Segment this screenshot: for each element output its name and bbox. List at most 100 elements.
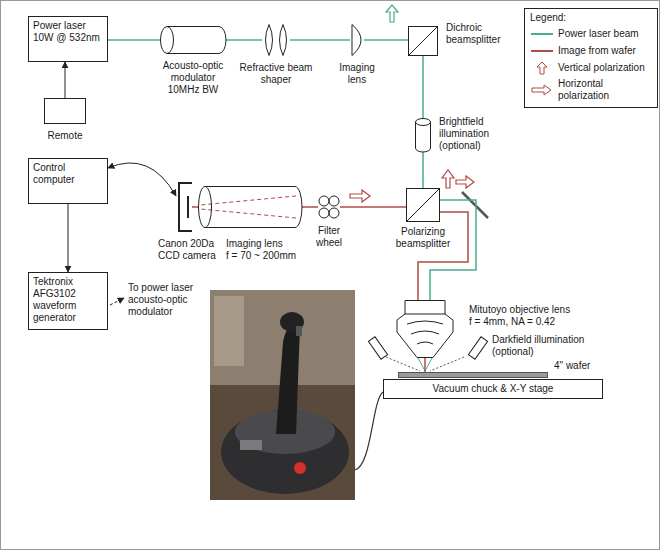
component-caption: Polarizing beamsplitter [383,226,463,250]
legend-label: Power laser beam [558,28,639,40]
connector-arrow [108,163,176,196]
legend-sample [530,27,554,41]
connector-arrow [65,62,66,98]
remote-box: Remote [44,98,86,124]
component-label: Acousto-optic modulator [153,60,233,84]
beamsplitter: Dichroic beamsplitter [408,26,438,56]
legend-label: Vertical polarization [558,62,645,74]
beamsplitter-shape [408,26,438,56]
component-label: Power laser [33,20,103,32]
beam-shaper-shape [262,24,290,56]
darkfield-lamp [368,337,387,360]
generator-box: Tektronix AFG3102 waveform generator [28,272,108,330]
component-caption: Remote [30,130,100,142]
component-label: 4" wafer [554,360,604,372]
legend-label: Image from wafer [558,45,636,57]
joystick-cable [355,392,383,470]
modulator: Acousto-optic modulator10MHz BW [160,26,226,54]
focus-cone [418,358,432,371]
beam-path [340,206,406,208]
component-label: 10MHz BW [153,84,233,96]
beam-path [290,39,350,41]
component-label: f = 4mm, NA = 0.42 [469,316,619,328]
component-caption: Imaging lens [332,62,382,86]
beam-shaper: Refractive beam shaper [262,24,290,56]
darkfield-lamp-shape [470,336,486,360]
component-caption: Refractive beam shaper [239,62,313,86]
component-label: Canon 20Da CCD camera [158,238,222,262]
component-label: Mitutoyo objective lens [469,304,619,316]
component-caption: Acousto-optic modulator10MHz BW [153,60,233,96]
darkfield-lamp: Darkfield illumination (optional) [470,336,486,360]
filter-wheel-shape [318,195,340,219]
component-caption: Darkfield illumination (optional) [492,334,622,358]
beam-path [108,39,160,41]
beam-path [192,206,198,208]
legend-box: Legend: Power laser beamImage from waferV… [524,8,658,108]
beam-path [302,206,318,208]
legend-sample [530,44,554,58]
legend-entry: Horizontal polarization [530,78,652,102]
remote-box-shape [44,98,86,124]
component-label: Imaging lens [332,62,382,86]
component-label: Tektronix AFG3102 waveform generator [33,276,103,324]
component-label: Control computer [33,162,103,186]
legend-label: Horizontal polarization [558,78,652,102]
beam-path [424,358,426,372]
component-label: Vacuum chuck & X-Y stage [388,383,598,395]
legend-entry: Power laser beam [530,27,652,41]
beam-path [422,56,424,118]
beam-path [430,200,476,300]
camera: Canon 20Da CCD camera [176,182,192,232]
lens-shape [350,24,364,56]
image-cone [200,196,296,218]
legend-entry: Vertical polarization [530,61,652,75]
wafer-shape [398,372,548,378]
illuminator-shape [415,118,431,152]
laser-box: Power laser10W @ 532nm [28,16,108,62]
modulator-shape [160,26,226,54]
vertical-polarization-arrow [386,5,398,22]
beam-path [418,212,468,300]
component-caption: Dichroic beamsplitter [446,22,520,46]
component-label: Darkfield illumination (optional) [492,334,622,358]
component-label: Imaging lens [226,238,306,250]
component-caption: Filter wheel [307,225,351,249]
beamsplitter-shape [406,188,440,222]
legend-title: Legend: [530,12,652,24]
connector-arrow [68,204,69,272]
darkfield-rays [386,357,464,371]
lens-shape [198,186,302,228]
lens: Imaging lensf = 70 ~ 200mm [198,186,302,228]
beam-path [226,39,262,41]
component-label: Polarizing beamsplitter [383,226,463,250]
component-label: Dichroic beamsplitter [446,22,520,46]
component-label: Brightfield illumination (optional) [439,116,511,152]
horizontal-polarization-arrow [456,176,474,188]
computer-box: Control computer [28,158,108,204]
legend-sample [530,61,554,75]
component-caption: Mitutoyo objective lensf = 4mm, NA = 0.4… [469,304,619,328]
beam-path [364,39,408,41]
component-label: Remote [30,130,100,142]
legend-entry: Image from wafer [530,44,652,58]
beamsplitter: Polarizing beamsplitter [406,188,440,222]
component-caption: Brightfield illumination (optional) [439,116,511,152]
illuminator: Brightfield illumination (optional) [415,118,431,152]
wafer: 4" wafer [398,372,548,378]
annotation-label: To power laser acousto-optic modulator [128,282,208,318]
component-label: Refractive beam shaper [239,62,313,86]
stage-box: Vacuum chuck & X-Y stage [383,379,603,399]
component-caption: Canon 20Da CCD camera [158,238,222,262]
beam-path [422,152,424,188]
legend-sample [530,83,554,97]
camera-shape [176,182,192,232]
component-label: Filter wheel [307,225,351,249]
component-label: f = 70 ~ 200mm [226,250,306,262]
joystick-photo [210,290,355,500]
lens: Imaging lens [350,24,364,56]
vertical-polarization-arrow [442,170,454,188]
fold-mirror [462,192,488,218]
component-caption: Imaging lensf = 70 ~ 200mm [226,238,306,262]
